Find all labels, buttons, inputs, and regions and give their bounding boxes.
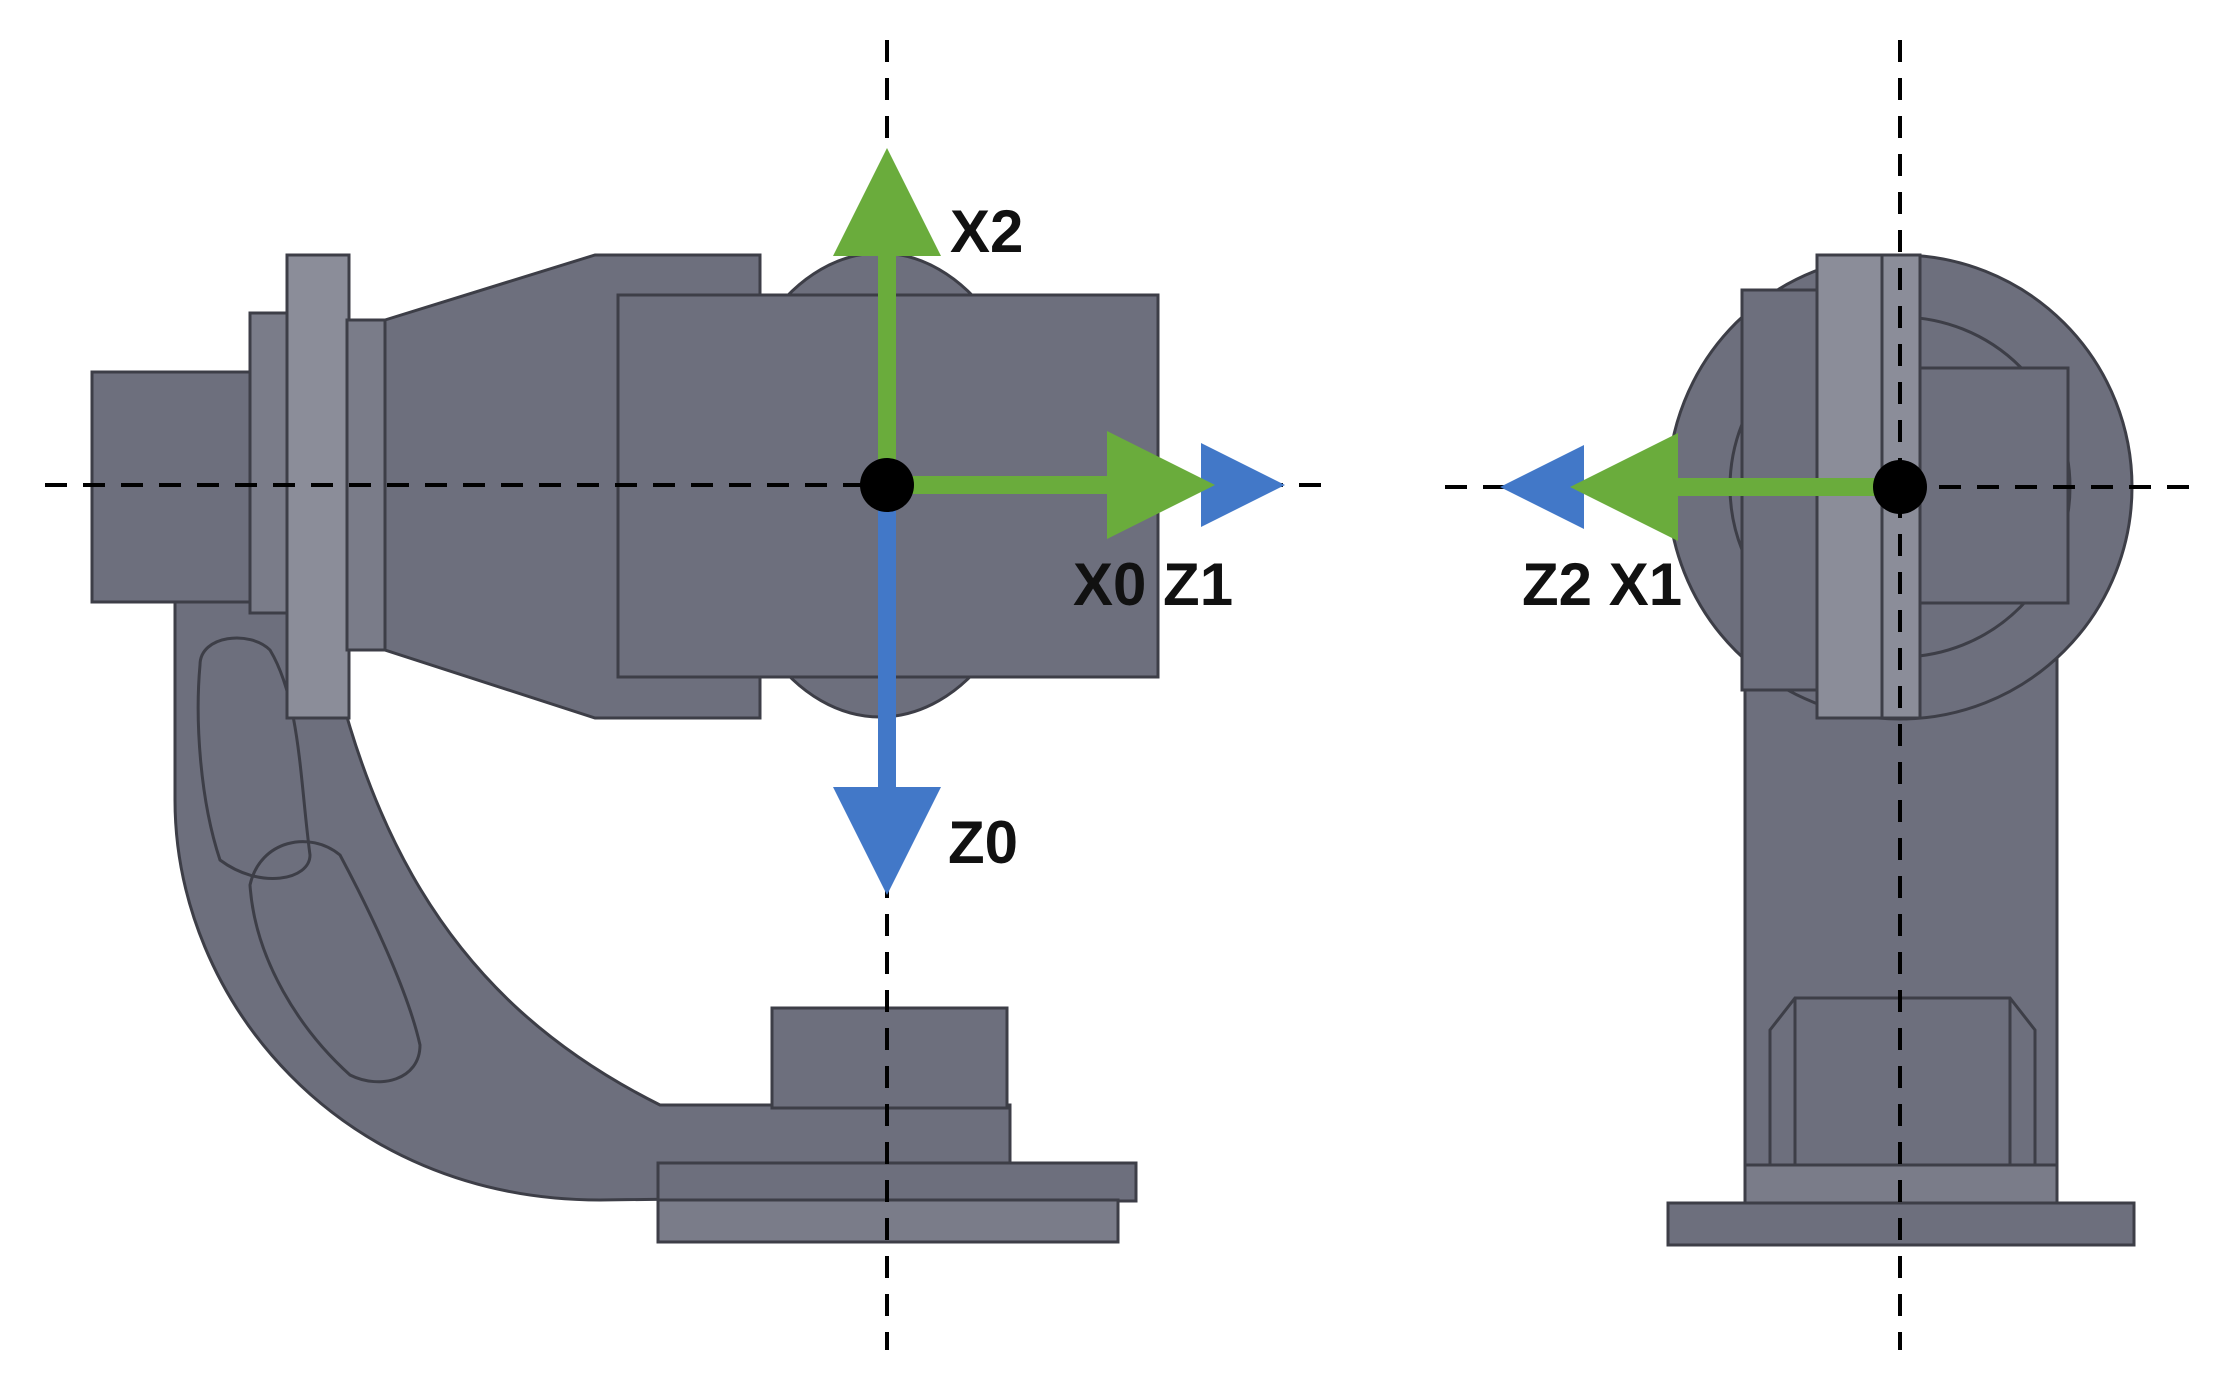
front-base-block — [1768, 996, 2037, 1167]
front-origin-dot-icon — [1873, 460, 1927, 514]
z2-x1-label: Z2 X1 — [1522, 551, 1682, 618]
z0-label: Z0 — [948, 809, 1018, 876]
side-flange-outer — [248, 311, 292, 615]
x0-z1-label: X0 Z1 — [1073, 551, 1233, 618]
side-view: X2 X0 Z1 Z0 — [45, 40, 1330, 1350]
side-base-block — [770, 1006, 1009, 1110]
front-view: Z2 X1 — [1445, 40, 2205, 1350]
arm-slot-upper — [196, 636, 312, 880]
side-base-flange — [656, 1161, 1138, 1203]
arm-slot-lower — [248, 840, 422, 1084]
side-origin-dot-icon — [860, 458, 914, 512]
x2-label: X2 — [950, 198, 1023, 265]
